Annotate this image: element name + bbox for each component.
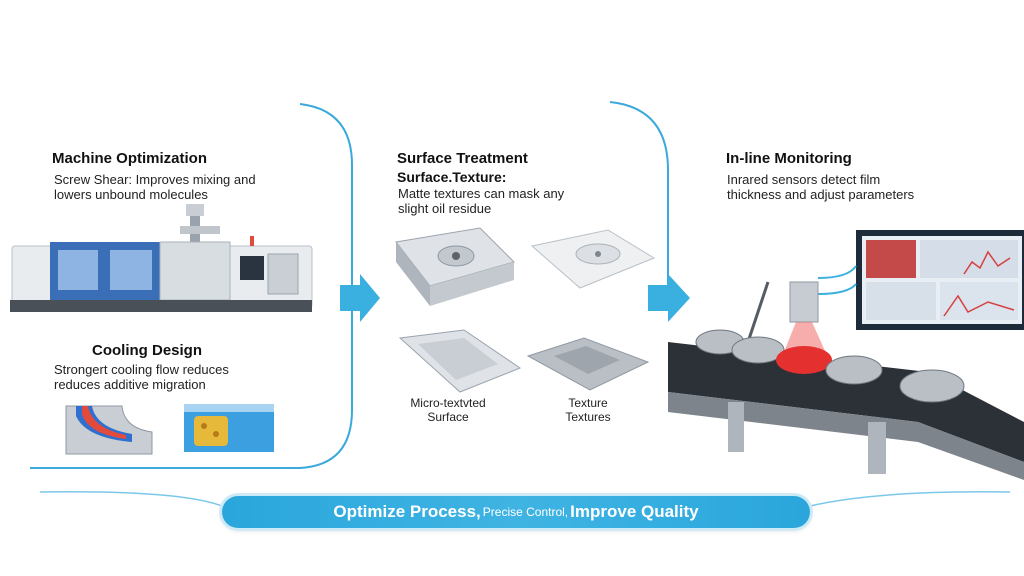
texture-caption-line-2: Textures	[565, 410, 611, 424]
inline-monitoring-station-image	[668, 230, 1024, 480]
inline-monitoring-line-2: thickness and adjust parameters	[727, 187, 915, 202]
micro-texture-caption-line-1: Micro-textvted	[410, 396, 486, 410]
banner-optimize-process: Optimize Process,	[333, 502, 481, 521]
micro-texture-caption: Micro-textvted Surface	[398, 396, 498, 424]
texture-part-image	[526, 337, 650, 391]
cooling-channel-block-image	[184, 404, 274, 452]
surface-treatment-line-1: Matte textures can mask any	[398, 186, 565, 201]
micro-texture-caption-line-2: Surface	[427, 410, 469, 424]
machine-optimization-line-2: lowers unbound molecules	[54, 187, 208, 202]
texture-caption-line-1: Texture	[568, 396, 608, 410]
banner-improve-quality: Improve Quality	[570, 502, 699, 521]
inline-monitoring-line-1: Inrared sensors detect film	[727, 172, 881, 187]
summary-banner: Optimize Process, Precise Control, Impro…	[222, 496, 810, 528]
micro-textured-part-image	[398, 329, 522, 393]
cooling-design-title: Cooling Design	[92, 342, 202, 359]
banner-precise-control: Precise Control,	[482, 505, 569, 519]
matte-part-image	[530, 229, 656, 289]
divider-line-2	[609, 101, 669, 290]
cooling-design-line-1: Strongert cooling flow reduces	[54, 362, 229, 377]
machine-optimization-line-1: Screw Shear: Improves mixing and	[54, 172, 256, 187]
divider-line-1	[30, 103, 353, 469]
surface-texture-subtitle: Surface.Texture:	[397, 169, 507, 185]
bottom-flow-line	[39, 491, 223, 507]
machine-optimization-title: Machine Optimization	[52, 150, 208, 167]
inline-monitoring-title: In-line Monitoring	[726, 150, 852, 167]
texture-caption: Texture Textures	[548, 396, 628, 424]
mold-plate-image	[395, 227, 515, 306]
injection-molding-machine-image	[10, 204, 313, 312]
cooling-design-line-2: reduces additive migration	[54, 377, 206, 392]
surface-treatment-title: Surface Treatment	[397, 150, 528, 167]
arrow-right-icon	[340, 274, 380, 322]
surface-treatment-line-2: slight oil residue	[398, 201, 492, 216]
bottom-flow-line-right	[809, 491, 1011, 507]
arrow-right-icon	[648, 274, 690, 322]
cooling-cross-section-image	[65, 405, 153, 455]
